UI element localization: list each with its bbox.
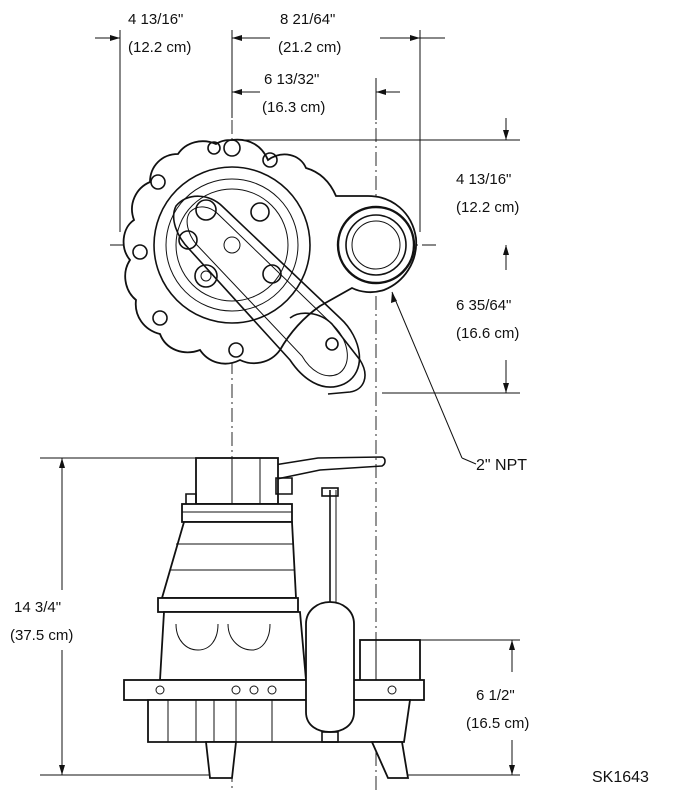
- overall-height-metric: (37.5 cm): [10, 627, 73, 644]
- discharge-offset-metric: (16.3 cm): [262, 99, 325, 116]
- discharge-height-imperial: 6 1/2": [476, 687, 515, 704]
- dimension-labels: 4 13/16" (12.2 cm) 8 21/64" (21.2 cm) 6 …: [10, 11, 529, 732]
- right-upper-imperial: 4 13/16": [456, 171, 511, 188]
- pump-top-view: [122, 138, 417, 395]
- pump-side-view: [123, 456, 425, 779]
- top-left-width-imperial: 4 13/16": [128, 11, 183, 28]
- discharge-offset-imperial: 6 13/32": [264, 71, 319, 88]
- drawing-number: SK1643: [592, 769, 649, 786]
- top-left-width-metric: (12.2 cm): [128, 39, 191, 56]
- dimension-lines: [59, 35, 515, 775]
- right-lower-imperial: 6 35/64": [456, 297, 511, 314]
- overall-height-imperial: 14 3/4": [14, 599, 61, 616]
- right-upper-metric: (12.2 cm): [456, 199, 519, 216]
- npt-label: 2" NPT: [476, 457, 527, 474]
- overall-width-imperial: 8 21/64": [280, 11, 335, 28]
- discharge-height-metric: (16.5 cm): [466, 715, 529, 732]
- overall-width-metric: (21.2 cm): [278, 39, 341, 56]
- right-lower-metric: (16.6 cm): [456, 325, 519, 342]
- npt-callout: 2" NPT: [391, 291, 527, 474]
